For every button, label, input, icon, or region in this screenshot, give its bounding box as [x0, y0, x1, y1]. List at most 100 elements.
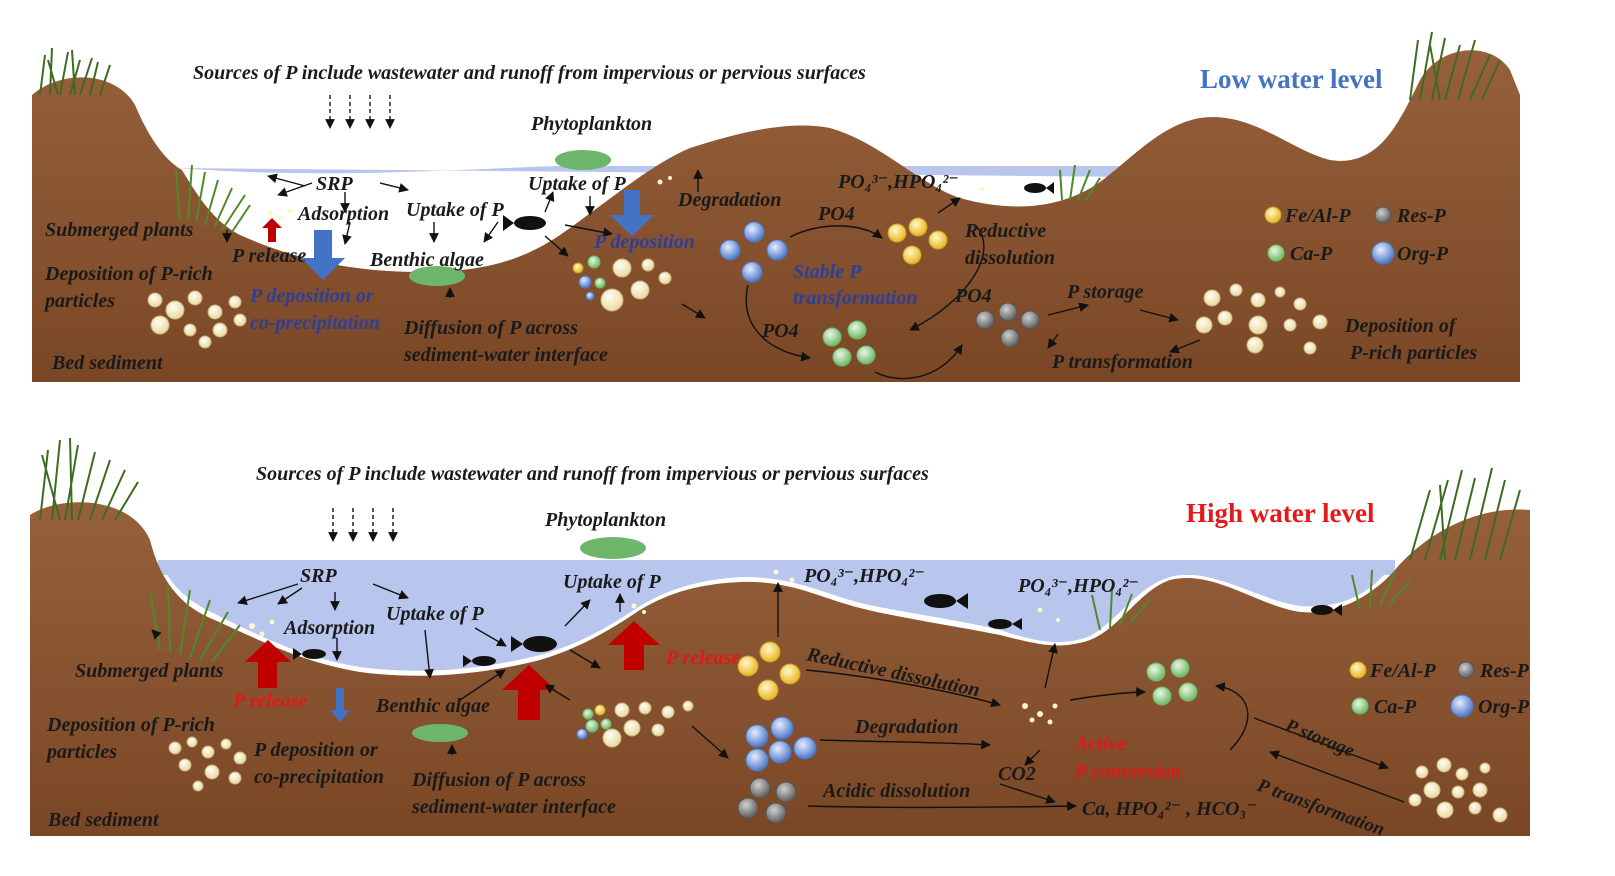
p-deposition-label-high-b: co-precipitation [254, 766, 384, 788]
p-release-label-low: P release [231, 245, 306, 267]
particle-cluster-fe-al-p-low [887, 217, 948, 265]
particle-cluster-ca-p-low [822, 320, 876, 367]
p-release-label-high-b: P release [665, 647, 740, 669]
p-transformation-label-low: P transformation [1051, 351, 1193, 373]
phytoplankton-mass-low [555, 150, 611, 170]
legend-low: Fe/Al-P Res-P Ca-P Org-P [1264, 205, 1449, 265]
degradation-label-low: Degradation [677, 189, 781, 211]
legend-ca-p-icon-high [1351, 697, 1369, 715]
fish-icon [293, 593, 1342, 667]
legend-ca-p-label-low: Ca-P [1290, 243, 1333, 265]
legend-org-p-icon-high [1450, 694, 1474, 718]
p-release-arrow-high-right [608, 621, 660, 670]
uptake-label-low-b: Uptake of P [528, 173, 627, 195]
diffusion-label-high-b: sediment-water interface [411, 796, 616, 818]
uptake-label-high-b: Uptake of P [563, 571, 662, 593]
source-arrows-low [325, 95, 395, 129]
submerged-plants-label-high: Submerged plants [75, 660, 224, 682]
legend-res-p-label-low: Res-P [1396, 205, 1447, 227]
particle-cluster-mixed-high [576, 700, 694, 748]
panel-title-high: High water level [1186, 498, 1375, 528]
benthic-algae-mass-high [412, 724, 468, 742]
p-deposition-arrow-low-left [301, 230, 345, 280]
sediment-high [30, 502, 1530, 836]
particle-cluster-deposit-right-low [1195, 283, 1328, 355]
active-label-high-b: P conversion [1074, 761, 1181, 783]
legend-ca-p-label-high: Ca-P [1374, 696, 1417, 718]
legend-org-p-icon-low [1371, 241, 1395, 265]
legend-org-p-label-high: Org-P [1478, 696, 1530, 718]
p-deposition-arrow-high [330, 688, 350, 722]
sources-label-low: Sources of P include wastewater and runo… [193, 62, 866, 84]
diffusion-label-low-b: sediment-water interface [403, 344, 608, 366]
po43-label-low: PO₄³⁻,HPO₄²⁻ [837, 171, 959, 193]
active-label-high-a: Active [1073, 733, 1126, 755]
panel-title-low: Low water level [1200, 64, 1383, 94]
ca-hpo-label-high: Ca, HPO₄²⁻ , HCO₃⁻ [1082, 798, 1257, 820]
source-arrows-high [328, 508, 398, 542]
particle-cluster-mixed-low [572, 255, 672, 312]
benthic-algae-label-high: Benthic algae [375, 695, 490, 717]
srp-label-low: SRP [316, 173, 353, 195]
reductive-label-low: Reductive [964, 220, 1046, 242]
p-release-label-high-a: P release [232, 690, 307, 712]
p-deposition-label-low-b: co-precipitation [250, 312, 380, 334]
legend-ca-p-icon-low [1267, 244, 1285, 262]
legend-fe-al-p-icon-high [1349, 661, 1367, 679]
legend-fe-al-p-label-low: Fe/Al-P [1284, 205, 1351, 227]
particle-cluster-org-p-high [745, 716, 817, 772]
p-release-arrow-high-left [245, 640, 291, 688]
srp-label-high: SRP [300, 565, 337, 587]
panel-high-water-level: Sources of P include wastewater and runo… [30, 437, 1530, 841]
acidic-dissolution-label-high: Acidic dissolution [821, 780, 970, 802]
p-deposition-arrow-low-right [610, 190, 654, 236]
p-storage-label-low: P storage [1066, 281, 1144, 303]
panel-low-water-level: Sources of P include wastewater and runo… [32, 31, 1520, 383]
diffusion-label-high-a: Diffusion of P across [411, 769, 586, 791]
particle-cluster-res-p-low [975, 302, 1040, 348]
legend-res-p-label-high: Res-P [1479, 660, 1530, 682]
degradation-label-high: Degradation [854, 716, 958, 738]
po4-label-low-a: PO4 [817, 203, 855, 225]
process-arrows-high [151, 582, 1405, 812]
p-deposition-label-low-a: P deposition or [249, 285, 374, 307]
submerged-plant-icon [175, 164, 1101, 233]
sediment-low [32, 50, 1520, 383]
phytoplankton-label-low: Phytoplankton [530, 113, 652, 135]
uptake-label-low-a: Uptake of P [406, 199, 505, 221]
deposition-right-label-low-a: Deposition of [1344, 315, 1458, 337]
legend-fe-al-p-label-high: Fe/Al-P [1369, 660, 1436, 682]
deposition-left-label-low-b: particles [43, 290, 115, 312]
po43-label-high-a: PO₄³⁻,HPO₄²⁻ [803, 565, 925, 587]
deposition-left-label-high-a: Deposition of P-rich [46, 714, 215, 736]
benthic-algae-mass-low [409, 266, 465, 286]
deposition-left-label-low-a: Deposition of P-rich [44, 263, 213, 285]
dissolved-p-dots-high [249, 569, 1060, 725]
process-arrows-low [222, 169, 1201, 380]
uptake-label-high-a: Uptake of P [386, 603, 485, 625]
water-over-sediment-high [160, 560, 1395, 671]
legend-res-p-icon-high [1457, 661, 1475, 679]
p-deposition-label-high-a: P deposition or [253, 739, 378, 761]
p-deposition-right-label-low: P deposition [593, 231, 695, 253]
particle-cluster-org-p-low [719, 221, 788, 283]
dissolved-p-dots-low [267, 176, 985, 221]
bed-sediment-label-high: Bed sediment [47, 809, 160, 831]
particle-cluster-deposit-right-high [1408, 757, 1508, 823]
legend-fe-al-p-icon-low [1264, 206, 1282, 224]
submerged-plant-icon [149, 569, 1411, 663]
adsorption-label-low: Adsorption [296, 203, 389, 225]
stable-p-label-low-a: Stable P [793, 261, 862, 283]
bed-sediment-label-low: Bed sediment [51, 352, 164, 374]
fish-icon [503, 182, 1054, 231]
phytoplankton-mass-high [580, 537, 646, 559]
legend-high: Fe/Al-P Res-P Ca-P Org-P [1349, 660, 1530, 718]
co2-label-high: CO2 [998, 763, 1036, 785]
p-release-arrow-low [262, 218, 282, 242]
po4-label-low-c: PO4 [761, 320, 799, 342]
submerged-plants-label-low: Submerged plants [45, 219, 194, 241]
particle-cluster-deposit-left-low [147, 290, 247, 349]
phytoplankton-label-high: Phytoplankton [544, 509, 666, 531]
benthic-algae-label-low: Benthic algae [369, 249, 484, 271]
particle-cluster-deposit-left-high [168, 736, 247, 792]
